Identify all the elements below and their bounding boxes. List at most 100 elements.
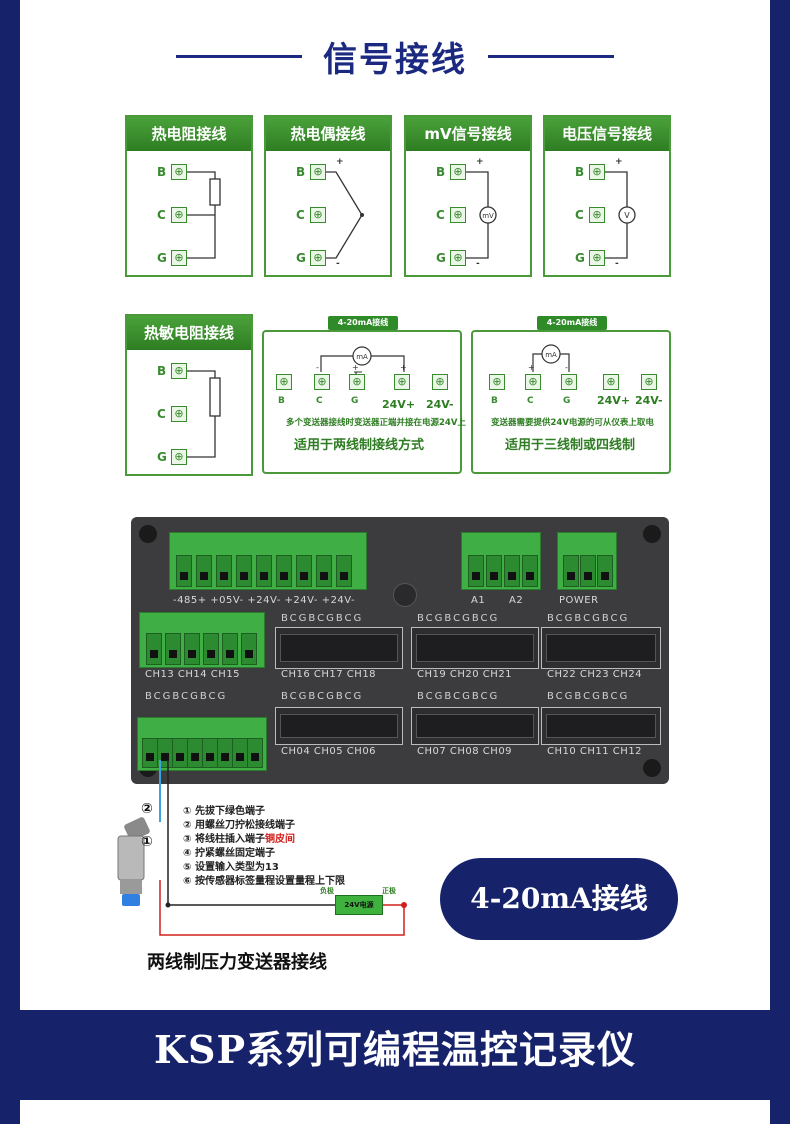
- mode-tag: 4-20mA接线: [328, 316, 398, 330]
- channel-slot[interactable]: [541, 707, 661, 745]
- step-4: ④ 拧紧螺丝固定端子: [183, 848, 275, 859]
- terminal-24v-minus-icon: ⊕: [432, 374, 448, 390]
- svg-text:+: +: [352, 363, 359, 372]
- terminal-24v-plus-icon: ⊕: [394, 374, 410, 390]
- terminal-label-c: C: [296, 208, 305, 222]
- section-title: 信号接线: [323, 40, 467, 80]
- terminal-c-icon: ⊕: [589, 207, 605, 223]
- channel-label: CH13 CH14 CH15: [145, 669, 241, 680]
- terminal-label-g: G: [563, 396, 571, 406]
- terminal-label-g: G: [157, 251, 167, 265]
- bcg-label: BCGBCGBCG: [417, 691, 500, 702]
- svg-text:mV: mV: [482, 212, 494, 220]
- mount-hole: [643, 759, 661, 777]
- bcg-label: BCGBCGBCG: [547, 613, 630, 624]
- terminal-block-ch13-15[interactable]: [139, 612, 265, 668]
- negative-label: 负极: [320, 887, 334, 895]
- thermistor-wiring-card: 热敏电阻接线 B ⊕ C ⊕ G ⊕: [125, 314, 253, 476]
- thermocouple-wiring-card: 热电偶接线 B ⊕ C ⊕ G ⊕ + -: [264, 115, 392, 277]
- terminal-c-icon: ⊕: [171, 406, 187, 422]
- channel-label: CH10 CH11 CH12: [547, 746, 643, 757]
- terminal-label-g: G: [351, 396, 359, 406]
- channel-label: CH07 CH08 CH09: [417, 746, 513, 757]
- mode-tag: 4-20mA接线: [537, 316, 607, 330]
- channel-slot[interactable]: [275, 627, 403, 669]
- terminal-24v-plus-icon: ⊕: [603, 374, 619, 390]
- a2-label: A2: [509, 595, 524, 606]
- terminal-label-g: G: [296, 251, 306, 265]
- positive-label: 正极: [382, 887, 396, 895]
- svg-text:-: -: [316, 363, 319, 372]
- svg-text:+: +: [400, 363, 407, 372]
- svg-text:+: +: [528, 363, 535, 372]
- terminal-label-b: B: [491, 396, 498, 406]
- svg-text:V: V: [624, 211, 630, 220]
- rtd-wiring-card: 热电阻接线 B ⊕ C ⊕ G ⊕: [125, 115, 253, 277]
- terminal-g-icon: ⊕: [589, 250, 605, 266]
- terminal-c-icon: ⊕: [450, 207, 466, 223]
- terminal-block-power[interactable]: [557, 532, 617, 590]
- terminal-label-b: B: [157, 364, 167, 378]
- channel-label: CH19 CH20 CH21: [417, 669, 513, 680]
- minus-sign: -: [476, 259, 480, 269]
- step-2: ② 用螺丝刀拧松接线端子: [183, 820, 295, 831]
- channel-label: CH04 CH05 CH06: [281, 746, 377, 757]
- channel-slot[interactable]: [541, 627, 661, 669]
- recorder-rear-panel: -485+ +05V- +24V- +24V- +24V- A1 A2 POWE…: [131, 517, 669, 784]
- minus-sign: -: [336, 259, 340, 269]
- next-panel: [20, 1100, 770, 1124]
- terminal-label-g: G: [575, 251, 585, 265]
- comm-terminal-label: -485+ +05V- +24V- +24V- +24V-: [173, 595, 356, 606]
- plus-sign: +: [615, 157, 623, 167]
- marker-one: ①: [141, 834, 153, 850]
- terminal-b-icon: ⊕: [589, 164, 605, 180]
- title-rule-left: [176, 55, 302, 58]
- terminal-b-icon: ⊕: [489, 374, 505, 390]
- cable-gland: [393, 583, 417, 607]
- terminal-b-icon: ⊕: [171, 164, 187, 180]
- product-banner: KSP系列可编程温控记录仪: [0, 1010, 790, 1090]
- three-wire-card: 4-20mA接线 mA + - ⊕ ⊕ ⊕ ⊕ ⊕ B C G 24V+ 24V…: [471, 316, 671, 474]
- terminal-label-c: C: [316, 396, 323, 406]
- terminal-label-c: C: [157, 208, 166, 222]
- title-rule-right: [488, 55, 614, 58]
- card-title: 热电阻接线: [127, 117, 251, 151]
- channel-label: CH16 CH17 CH18: [281, 669, 377, 680]
- terminal-label-c: C: [575, 208, 584, 222]
- diagram-caption: 两线制压力变送器接线: [147, 952, 327, 973]
- wiring-note: 变送器需要提供24V电源的可从仪表上取电: [491, 418, 654, 428]
- terminal-b-icon: ⊕: [450, 164, 466, 180]
- channel-label: CH22 CH23 CH24: [547, 669, 643, 680]
- mv-wiring-card: mV信号接线 B ⊕ C ⊕ G ⊕ + - mV: [404, 115, 532, 277]
- svg-text:mA: mA: [356, 353, 368, 361]
- terminal-block-comm[interactable]: [169, 532, 367, 590]
- terminal-label-g: G: [157, 450, 167, 464]
- voltage-wiring-card: 电压信号接线 B ⊕ C ⊕ G ⊕ + - V: [543, 115, 671, 277]
- bcg-label: BCGBCGBCG: [417, 613, 500, 624]
- terminal-label-b: B: [157, 165, 167, 179]
- svg-text:mA: mA: [545, 351, 557, 359]
- thermistor-diagram: [187, 370, 221, 458]
- wiring-footer: 适用于三线制或四线制: [505, 438, 636, 453]
- v-plus-label: 24V+: [597, 394, 631, 407]
- terminal-block-alarm[interactable]: [461, 532, 541, 590]
- terminal-block-ch01-03[interactable]: [137, 717, 267, 771]
- card-title: mV信号接线: [406, 117, 530, 151]
- terminal-label-g: G: [436, 251, 446, 265]
- channel-slot[interactable]: [411, 707, 539, 745]
- channel-slot[interactable]: [275, 707, 403, 745]
- bcg-label: BCGBCGBCG: [281, 613, 364, 624]
- terminal-g-icon: ⊕: [349, 374, 365, 390]
- step-6: ⑥ 按传感器标签量程设置量程上下限: [183, 876, 345, 887]
- channel-slot[interactable]: [411, 627, 539, 669]
- terminal-label-b: B: [575, 165, 585, 179]
- step-1: ① 先拔下绿色端子: [183, 806, 265, 817]
- pressure-transmitter-icon: [117, 817, 150, 906]
- terminal-g-icon: ⊕: [171, 449, 187, 465]
- power-label: POWER: [559, 595, 599, 606]
- mount-hole: [139, 525, 157, 543]
- two-wire-card: 4-20mA接线 mA - + + ⊕ ⊕ ⊕ ⊕ ⊕ B C G 24V+ 2…: [262, 316, 466, 474]
- step-5: ⑤ 设置输入类型为13: [183, 862, 279, 873]
- terminal-label-c: C: [527, 396, 534, 406]
- marker-two: ②: [141, 801, 153, 817]
